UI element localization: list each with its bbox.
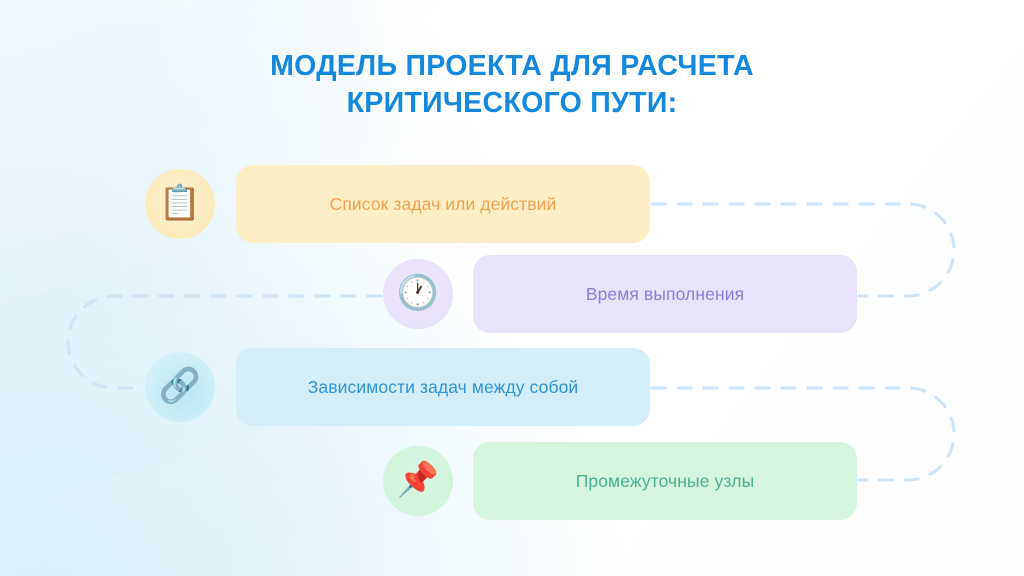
clipboard-icon: 📋 [145, 169, 215, 239]
row-label-pill-duration[interactable]: Время выполнения [473, 255, 857, 333]
row-label-pill-milestones[interactable]: Промежуточные узлы [473, 442, 857, 520]
connector-row1-to-row2 [650, 202, 956, 298]
list-item-tasks[interactable]: 📋 Список задач или действий [145, 165, 650, 243]
row-label-pill-tasks[interactable]: Список задач или действий [236, 165, 650, 243]
connector-row3-to-row4 [650, 386, 956, 482]
list-item-milestones[interactable]: 📌 Промежуточные узлы [383, 442, 857, 520]
list-item-dependencies[interactable]: 🔗 Зависимости задач между собой [145, 348, 650, 426]
page-title-line-1: Модель проекта для расчета [270, 50, 754, 82]
pushpin-icon-glyph: 📌 [396, 461, 440, 499]
clock-icon-glyph: 🕐 [396, 274, 440, 312]
chain-link-icon: 🔗 [145, 352, 215, 422]
pushpin-icon: 📌 [383, 446, 453, 516]
row-label-duration: Время выполнения [585, 283, 745, 304]
row-label-milestones: Промежуточные узлы [575, 470, 755, 491]
row-label-tasks: Список задач или действий [329, 193, 557, 214]
chain-link-icon-glyph: 🔗 [158, 367, 202, 405]
list-item-duration[interactable]: 🕐 Время выполнения [383, 255, 857, 333]
row-label-dependencies: Зависимости задач между собой [307, 376, 579, 397]
page-title-line-2: критического пути: [346, 87, 678, 120]
clock-icon: 🕐 [383, 259, 453, 329]
page-title: Модель проекта для расчета критического … [0, 48, 1024, 122]
row-label-pill-dependencies[interactable]: Зависимости задач между собой [236, 348, 650, 426]
clipboard-icon-glyph: 📋 [158, 184, 202, 222]
connector-row2-to-row3 [66, 294, 383, 390]
